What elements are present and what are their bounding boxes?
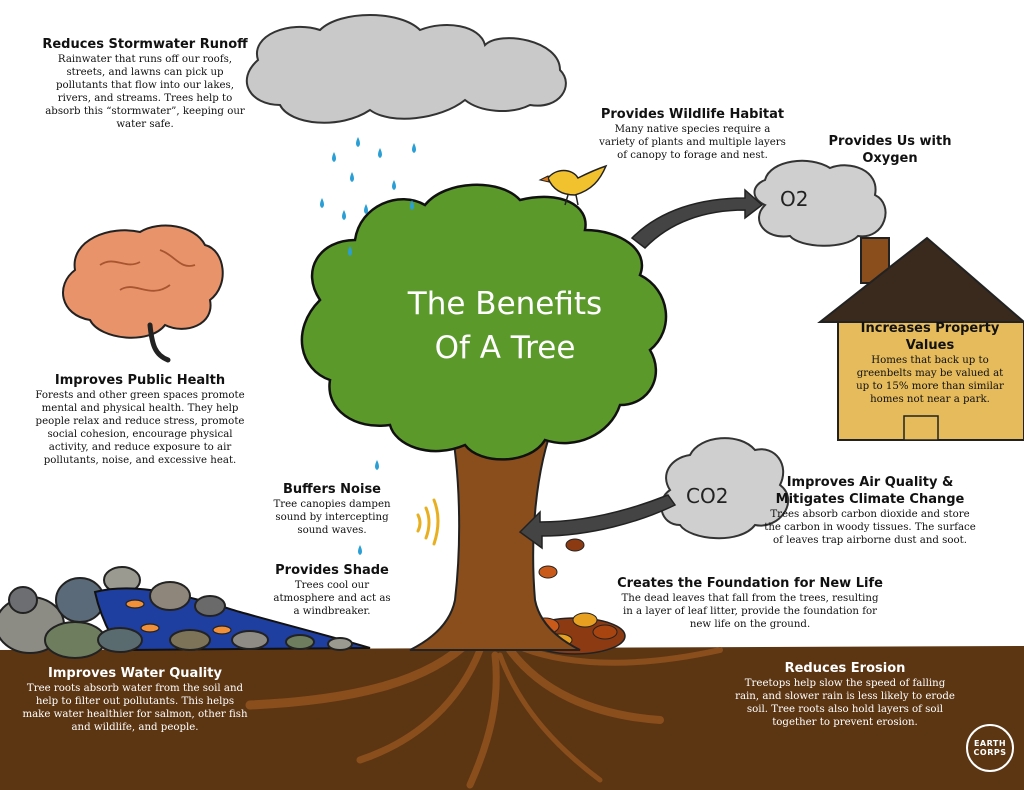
- carbon-dioxide-arrow: [518, 494, 677, 550]
- raindrops: [320, 137, 416, 555]
- rain-cloud: [245, 14, 567, 124]
- soil-ground: [0, 646, 1024, 790]
- public-health-block: Improves Public Health Forests and other…: [35, 373, 245, 466]
- tree-roots: [245, 635, 723, 789]
- brain-icon: [62, 224, 224, 363]
- provides-shade-block: Provides Shade Trees cool our atmosphere…: [273, 563, 391, 617]
- o2-cloud: [753, 159, 887, 247]
- oxygen-block: Provides Us with Oxygen: [828, 134, 952, 166]
- foundation-block: Creates the Foundation for New Life The …: [617, 576, 883, 630]
- house-icon: [817, 236, 1024, 441]
- tree-canopy: [300, 183, 668, 461]
- water-quality-block: Improves Water Quality Tree roots absorb…: [22, 666, 248, 733]
- tree-trunk: [409, 419, 581, 651]
- buffers-noise-block: Buffers Noise Tree canopies dampen sound…: [273, 482, 391, 536]
- o2-label: O2: [780, 187, 808, 211]
- infographic-title: The Benefits Of A Tree: [407, 286, 603, 366]
- co2-label: CO2: [686, 484, 728, 508]
- stormwater-block: Reduces Stormwater Runoff Rainwater that…: [42, 37, 248, 130]
- oxygen-arrow: [630, 188, 764, 250]
- earthcorps-logo: EARTH CORPS: [966, 724, 1014, 772]
- sound-waves-icon: [416, 498, 440, 546]
- co2-cloud: [660, 437, 790, 540]
- bird-icon: [538, 164, 608, 206]
- rocks-and-stream: [0, 566, 371, 659]
- air-quality-block: Improves Air Quality & Mitigates Climate…: [764, 475, 976, 546]
- wildlife-habitat-block: Provides Wildlife Habitat Many native sp…: [599, 107, 786, 161]
- property-values-block: Increases Property Values Homes that bac…: [856, 321, 1004, 405]
- erosion-block: Reduces Erosion Treetops help slow the s…: [735, 661, 955, 728]
